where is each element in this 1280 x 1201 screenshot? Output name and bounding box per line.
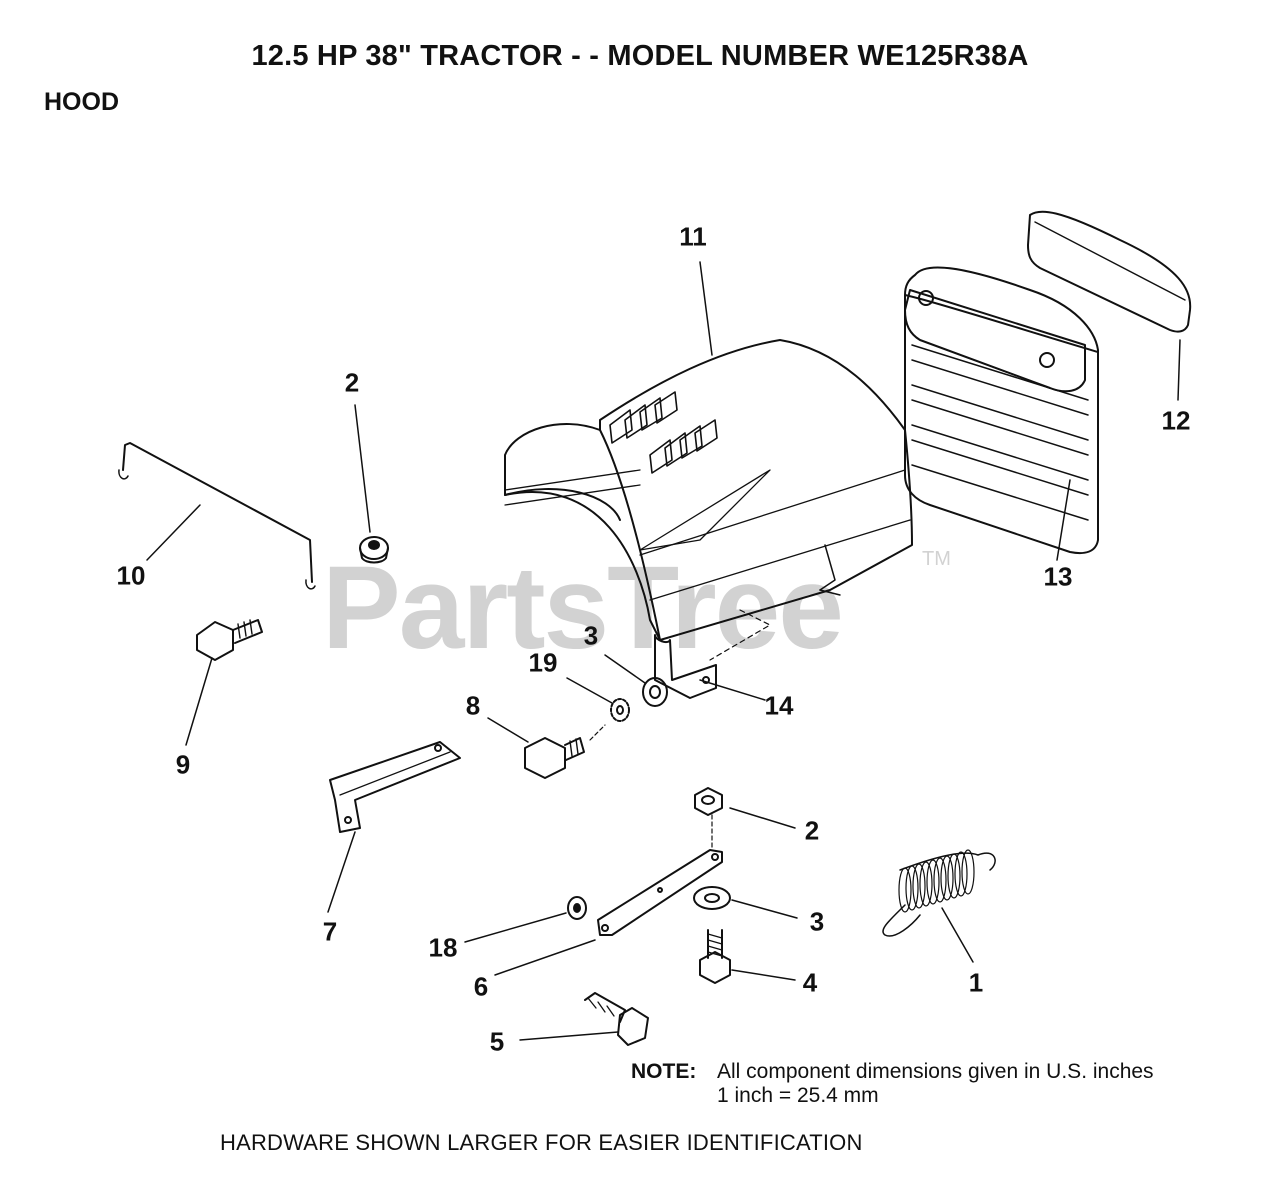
part-12-emblem[interactable] <box>1027 210 1192 333</box>
callout-11: 11 <box>679 221 707 252</box>
leader-18 <box>464 912 567 943</box>
watermark-trademark: TM <box>922 548 951 570</box>
part-8-bolt[interactable] <box>524 737 585 779</box>
leader-13 <box>1056 479 1071 561</box>
callout-3-lower: 3 <box>809 906 825 937</box>
callout-1: 1 <box>968 967 984 998</box>
assembly-line-14 <box>709 609 771 661</box>
leader-5 <box>519 1031 619 1041</box>
callout-8: 8 <box>465 690 481 721</box>
part-10-hood-rod[interactable] <box>118 442 316 590</box>
note-line-2: 1 inch = 25.4 mm <box>717 1084 879 1107</box>
leader-8 <box>487 717 529 743</box>
callout-3-upper: 3 <box>583 620 599 651</box>
part-18-washer[interactable] <box>567 896 587 920</box>
callout-6: 6 <box>473 971 489 1002</box>
part-14-bracket[interactable] <box>654 634 717 699</box>
watermark-logo: PartsTree <box>322 542 844 674</box>
part-1-spring[interactable] <box>882 849 996 937</box>
callout-14: 14 <box>764 690 794 721</box>
leader-11 <box>699 261 713 356</box>
part-6-link[interactable] <box>597 849 723 936</box>
assembly-line-8 <box>589 724 606 741</box>
part-3-washer-upper[interactable] <box>642 677 668 707</box>
callout-5: 5 <box>489 1026 505 1057</box>
leader-4 <box>731 969 796 981</box>
callout-4: 4 <box>802 967 818 998</box>
leader-19 <box>566 677 613 704</box>
part-7-bracket[interactable] <box>329 741 461 833</box>
part-2-nut-upper[interactable] <box>359 536 389 564</box>
part-13-grille[interactable] <box>904 266 1099 555</box>
part-9-bolt[interactable] <box>196 619 263 661</box>
leader-3-lower <box>731 899 798 919</box>
leader-7 <box>327 831 356 913</box>
part-19-lock-washer[interactable] <box>610 698 630 722</box>
leader-14 <box>699 679 766 701</box>
section-heading: HOOD <box>44 88 119 116</box>
callout-2-lower: 2 <box>804 815 820 846</box>
hardware-footnote: HARDWARE SHOWN LARGER FOR EASIER IDENTIF… <box>220 1130 863 1155</box>
part-5-shoulder-bolt[interactable] <box>584 992 649 1046</box>
diagram-title: 12.5 HP 38" TRACTOR - - MODEL NUMBER WE1… <box>251 40 1029 72</box>
leader-12 <box>1177 339 1181 401</box>
leader-3-upper <box>604 654 646 684</box>
note-line-1: All component dimensions given in U.S. i… <box>717 1060 1154 1083</box>
leader-2-upper <box>354 404 371 533</box>
callout-9: 9 <box>175 749 191 780</box>
part-11-hood[interactable] <box>504 339 913 641</box>
callout-13: 13 <box>1043 561 1073 592</box>
leader-10 <box>146 504 201 561</box>
note-label: NOTE: <box>631 1060 697 1083</box>
part-3-washer-lower[interactable] <box>693 886 731 910</box>
part-2-nut-lower[interactable] <box>694 787 723 816</box>
dimension-note: NOTE: All component dimensions given in U… <box>631 1060 1154 1108</box>
callout-2-upper: 2 <box>344 367 360 398</box>
callout-10: 10 <box>116 560 146 591</box>
part-4-bolt[interactable] <box>699 929 731 984</box>
leader-6 <box>494 939 596 976</box>
callout-19: 19 <box>528 647 558 678</box>
leader-1 <box>941 907 974 963</box>
leader-9 <box>185 657 213 746</box>
leader-2-lower <box>729 807 796 829</box>
callout-12: 12 <box>1161 405 1191 436</box>
callout-18: 18 <box>428 932 458 963</box>
callout-7: 7 <box>322 916 338 947</box>
